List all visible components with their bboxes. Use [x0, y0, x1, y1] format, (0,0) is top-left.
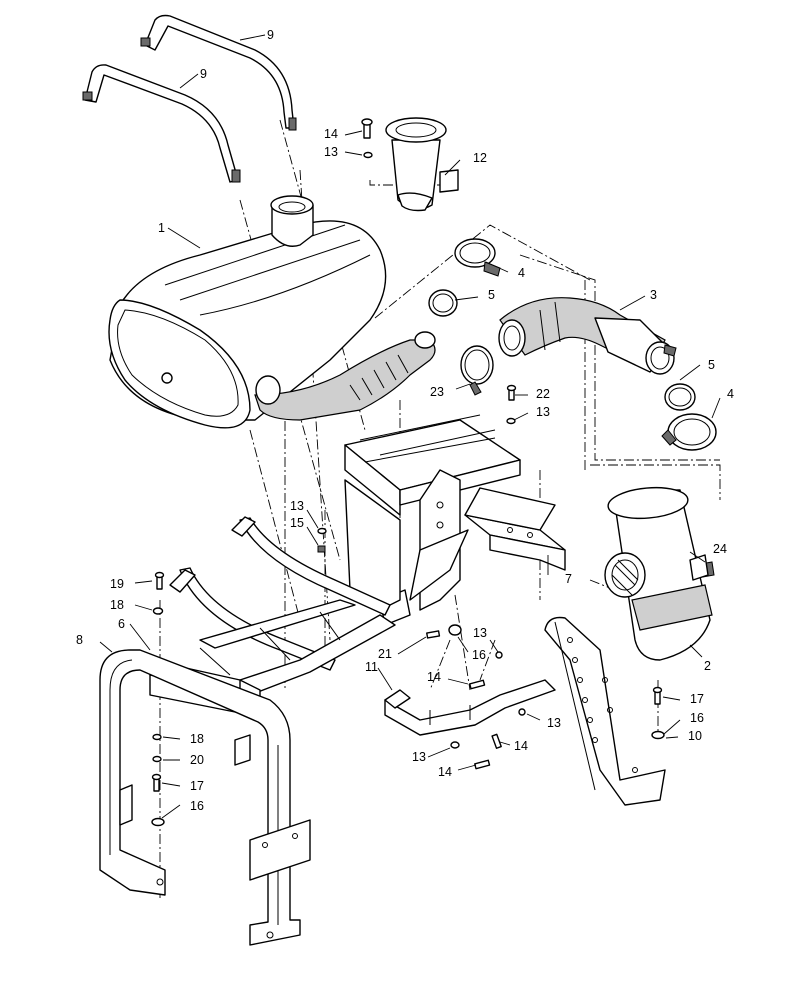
- callout-13-left: 13: [290, 499, 304, 513]
- callout-16-left: 16: [190, 799, 204, 813]
- callout-16-right: 16: [690, 711, 704, 725]
- callout-18-top: 18: [110, 598, 124, 612]
- bracket-24: [689, 554, 709, 581]
- callout-13-mid: 13: [536, 405, 550, 419]
- callout-14-arm-low: 14: [514, 739, 528, 753]
- leader-lines: [99, 34, 721, 819]
- callout-2: 2: [704, 659, 711, 673]
- callout-20: 20: [190, 753, 204, 767]
- callout-5-top: 5: [488, 288, 495, 302]
- u-frame-8: [99, 649, 311, 946]
- clamp-23: [460, 345, 494, 396]
- callout-13-top: 13: [324, 145, 338, 159]
- canister-2: [604, 486, 715, 661]
- pipe-12: [385, 117, 459, 212]
- callout-3: 3: [650, 288, 657, 302]
- bracket-plate-10: [544, 616, 666, 806]
- bracket-7: [464, 487, 566, 571]
- callout-5-right: 5: [708, 358, 715, 372]
- callout-24: 24: [713, 542, 727, 556]
- callout-15: 15: [290, 516, 304, 530]
- callout-17-left: 17: [190, 779, 204, 793]
- callout-7: 7: [565, 572, 572, 586]
- callout-18-bottom: 18: [190, 732, 204, 746]
- clamp-4-right: [661, 413, 717, 451]
- strap-9-rear: [140, 14, 297, 131]
- callout-14-bottom: 14: [438, 765, 452, 779]
- callout-14-arm: 14: [427, 670, 441, 684]
- support-arm-11: [384, 679, 556, 736]
- muffler-1: [108, 195, 436, 429]
- callout-14-top: 14: [324, 127, 338, 141]
- hanger-straps: [169, 516, 391, 671]
- callout-4-right: 4: [727, 387, 734, 401]
- callout-13-bottom: 13: [412, 750, 426, 764]
- crossmember-6: [149, 599, 396, 716]
- callout-labels: 9 9 1 12 14 13 4 5 3 5 4 23 22 13 13 15 …: [76, 28, 734, 813]
- callout-19: 19: [110, 577, 124, 591]
- callout-6: 6: [118, 617, 125, 631]
- strap-9-front: [82, 64, 241, 183]
- callout-12: 12: [473, 151, 487, 165]
- fasteners: [151, 118, 665, 827]
- callout-13-arm-top: 13: [473, 626, 487, 640]
- frame-main: [344, 414, 521, 626]
- callout-23: 23: [430, 385, 444, 399]
- callout-21: 21: [378, 647, 392, 661]
- callout-16-mid: 16: [472, 648, 486, 662]
- callout-17-right: 17: [690, 692, 704, 706]
- callout-9-rear: 9: [267, 28, 274, 42]
- callout-13-arm-right: 13: [547, 716, 561, 730]
- seal-5-top: [428, 289, 458, 317]
- callout-10: 10: [688, 729, 702, 743]
- clamp-4-top: [454, 238, 501, 277]
- callout-22: 22: [536, 387, 550, 401]
- callout-11: 11: [365, 660, 378, 674]
- elbow-pipe-3: [498, 297, 677, 375]
- callout-1: 1: [158, 221, 165, 235]
- callout-8: 8: [76, 633, 83, 647]
- callout-9-front: 9: [200, 67, 207, 81]
- plate-holes: [567, 637, 638, 773]
- seal-5-right: [664, 383, 696, 411]
- callout-4-top: 4: [518, 266, 525, 280]
